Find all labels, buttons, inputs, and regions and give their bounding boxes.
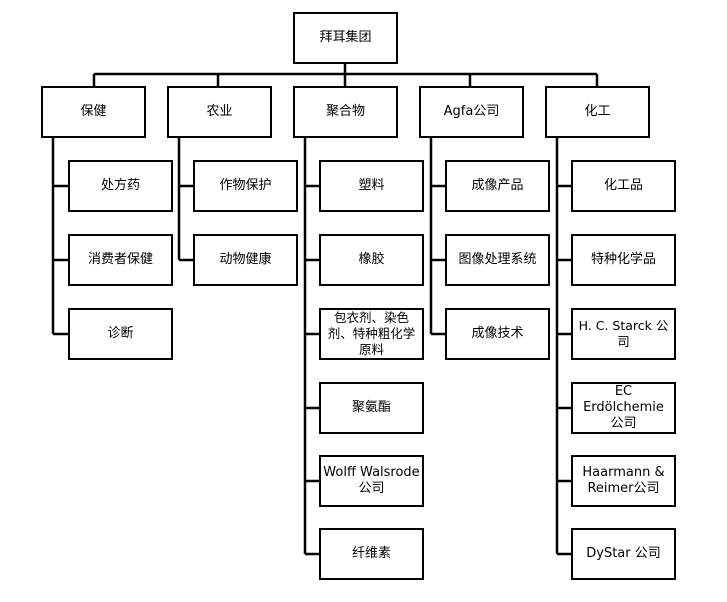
division-healthcare: 保健 <box>41 86 146 138</box>
node-crop-protection: 作物保护 <box>193 160 298 212</box>
root-node: 拜耳集团 <box>293 12 398 64</box>
division-agriculture: 农业 <box>167 86 272 138</box>
node-plastics: 塑料 <box>319 160 424 212</box>
node-polyurethanes: 聚氨酯 <box>319 382 424 434</box>
node-animal-health: 动物健康 <box>193 234 298 286</box>
node-consumer-health: 消费者保健 <box>68 234 173 286</box>
node-coatings-colorants: 包衣剂、染色剂、特种粗化学原料 <box>319 308 424 360</box>
node-chemicals: 化工品 <box>571 160 676 212</box>
node-specialty-chemicals: 特种化学品 <box>571 234 676 286</box>
node-cellulose: 纤维素 <box>319 528 424 580</box>
node-ec-erdolchemie: EC Erdölchemie 公司 <box>571 382 676 434</box>
node-hc-starck: H. C. Starck 公司 <box>571 308 676 360</box>
division-agfa: Agfa公司 <box>419 86 524 138</box>
node-imaging-products: 成像产品 <box>445 160 550 212</box>
node-image-processing: 图像处理系统 <box>445 234 550 286</box>
node-wolff-walsrode: Wolff Walsrode 公司 <box>319 455 424 507</box>
node-haarmann-reimer: Haarmann & Reimer公司 <box>571 455 676 507</box>
node-prescription-drugs: 处方药 <box>68 160 173 212</box>
division-polymers: 聚合物 <box>293 86 398 138</box>
node-rubber: 橡胶 <box>319 234 424 286</box>
node-imaging-technology: 成像技术 <box>445 308 550 360</box>
node-dystar: DyStar 公司 <box>571 528 676 580</box>
node-diagnostics: 诊断 <box>68 308 173 360</box>
division-chemicals: 化工 <box>545 86 650 138</box>
